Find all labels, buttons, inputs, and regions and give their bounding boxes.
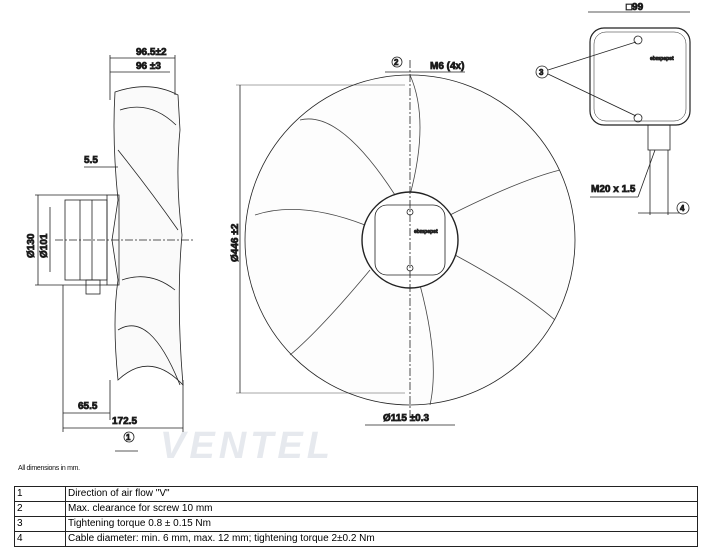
legend-text: Cable diameter: min. 6 mm, max. 12 mm; t… bbox=[65, 531, 698, 547]
dim-99: □99 bbox=[626, 2, 644, 13]
marker-2: 2 bbox=[394, 58, 399, 67]
legend-text: Tightening torque 0.8 ± 0.15 Nm bbox=[65, 516, 698, 532]
legend-num: 4 bbox=[14, 531, 66, 547]
dim-d130: Ø130 bbox=[26, 233, 37, 258]
watermark-logo: VENTEL bbox=[160, 425, 334, 467]
screw-label: M6 (4x) bbox=[430, 61, 464, 72]
dim-d115: Ø115 ±0.3 bbox=[383, 413, 430, 424]
box-brand: ebmpapst bbox=[650, 56, 674, 62]
dim-d101: Ø101 bbox=[39, 233, 50, 258]
legend-num: 1 bbox=[14, 486, 66, 502]
dim-96-5: 96.5±2 bbox=[136, 47, 167, 58]
dim-5-5: 5.5 bbox=[84, 155, 98, 166]
front-view: ebmpapst Ø446 ±2 2 M6 (4x) Ø115 ±0.3 bbox=[230, 56, 576, 426]
legend-num: 3 bbox=[14, 516, 66, 532]
marker-4: 4 bbox=[680, 204, 685, 213]
front-brand: ebmpapst bbox=[414, 229, 438, 235]
side-view: 96.5±2 96 ±3 5.5 Ø130 Ø101 65.5 172.5 1 bbox=[26, 47, 195, 452]
legend-text: Max. clearance for screw 10 mm bbox=[65, 501, 698, 517]
dim-172-5: 172.5 bbox=[112, 416, 137, 427]
technical-drawing: 96.5±2 96 ±3 5.5 Ø130 Ø101 65.5 172.5 1 bbox=[26, 2, 691, 452]
dim-96: 96 ±3 bbox=[136, 61, 161, 72]
marker-3: 3 bbox=[539, 68, 544, 77]
units-note: All dimensions in mm. bbox=[18, 465, 80, 472]
legend-text: Direction of air flow "V" bbox=[65, 486, 698, 502]
dim-65-5: 65.5 bbox=[78, 401, 98, 412]
dim-d446: Ø446 ±2 bbox=[230, 223, 241, 262]
terminal-box: ebmpapst □99 3 M20 x 1.5 4 bbox=[535, 2, 691, 215]
legend-num: 2 bbox=[14, 501, 66, 517]
gland-label: M20 x 1.5 bbox=[591, 184, 636, 195]
marker-1: 1 bbox=[126, 433, 131, 442]
